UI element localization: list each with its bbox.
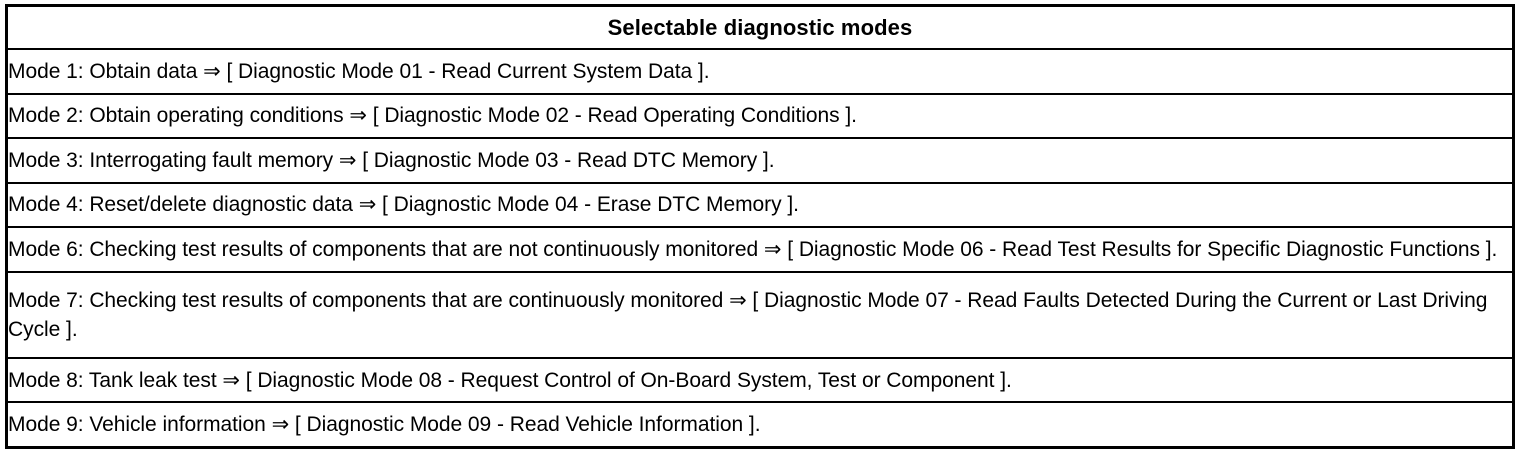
mode-2-text: Mode 2: Obtain operating conditions ⇒ [ … — [8, 104, 857, 128]
mode-6-text: Mode 6: Checking test results of compone… — [8, 237, 1498, 261]
mode-3-cell: Mode 3: Interrogating fault memory ⇒ [ D… — [5, 137, 1515, 184]
mode-4-cell: Mode 4: Reset/delete diagnostic data ⇒ [… — [5, 181, 1515, 229]
mode-1-cell: Mode 1: Obtain data ⇒ [ Diagnostic Mode … — [5, 48, 1515, 95]
table-row: Mode 2: Obtain operating conditions ⇒ [ … — [5, 92, 1515, 140]
mode-7-text: Mode 7: Checking test results of compone… — [8, 288, 1488, 341]
table-title: Selectable diagnostic modes — [607, 14, 913, 40]
mode-8-cell: Mode 8: Tank leak test ⇒ [ Diagnostic Mo… — [5, 356, 1515, 404]
mode-1-text: Mode 1: Obtain data ⇒ [ Diagnostic Mode … — [8, 60, 710, 83]
table-row: Mode 6: Checking test results of compone… — [5, 226, 1515, 273]
table-header-row: Selectable diagnostic modes — [5, 4, 1515, 51]
diagnostic-modes-table: Selectable diagnostic modes Mode 1: Obta… — [5, 4, 1515, 449]
mode-3-text: Mode 3: Interrogating fault memory ⇒ [ D… — [8, 148, 775, 172]
table-row: Mode 3: Interrogating fault memory ⇒ [ D… — [5, 137, 1515, 184]
mode-2-cell: Mode 2: Obtain operating conditions ⇒ [ … — [5, 92, 1515, 140]
mode-9-cell: Mode 9: Vehicle information ⇒ [ Diagnost… — [5, 401, 1515, 449]
table-row: Mode 4: Reset/delete diagnostic data ⇒ [… — [5, 181, 1515, 229]
table-row: Mode 8: Tank leak test ⇒ [ Diagnostic Mo… — [5, 356, 1515, 404]
table-body: Selectable diagnostic modes Mode 1: Obta… — [5, 4, 1515, 449]
table-row: Mode 9: Vehicle information ⇒ [ Diagnost… — [5, 401, 1515, 449]
table-row: Mode 1: Obtain data ⇒ [ Diagnostic Mode … — [5, 48, 1515, 95]
mode-8-text: Mode 8: Tank leak test ⇒ [ Diagnostic Mo… — [8, 368, 1012, 392]
table-row: Mode 7: Checking test results of compone… — [5, 270, 1515, 359]
mode-6-cell: Mode 6: Checking test results of compone… — [5, 226, 1515, 273]
mode-4-text: Mode 4: Reset/delete diagnostic data ⇒ [… — [8, 193, 799, 217]
mode-9-text: Mode 9: Vehicle information ⇒ [ Diagnost… — [8, 413, 761, 437]
table-title-cell: Selectable diagnostic modes — [5, 4, 1515, 51]
mode-7-cell: Mode 7: Checking test results of compone… — [5, 270, 1515, 359]
